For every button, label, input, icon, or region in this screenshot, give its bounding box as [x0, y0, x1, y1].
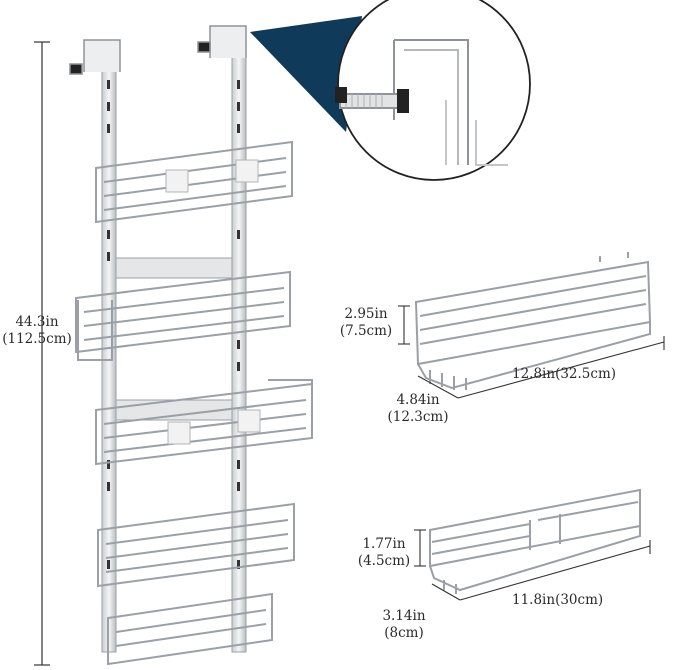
door-hooks — [69, 25, 247, 75]
large-basket-depth-in: 4.84in — [396, 392, 440, 408]
large-basket-height-label: 2.95in (7.5cm) — [334, 306, 398, 340]
small-basket-depth-label: 3.14in (8cm) — [372, 608, 436, 642]
small-basket-depth-in: 3.14in — [382, 608, 426, 624]
hook-detail — [335, 39, 508, 166]
large-basket-dimension-lines — [398, 305, 665, 399]
small-basket — [429, 488, 641, 594]
small-basket-height-cm: (4.5cm) — [357, 553, 411, 569]
large-basket-depth-cm: (12.3cm) — [387, 409, 449, 425]
overall-height-label: 44.3in (112.5cm) — [0, 314, 74, 348]
small-basket-width-label: 11.8in(30cm) — [512, 592, 604, 608]
overall-height-in: 44.3in — [15, 314, 59, 330]
large-basket-width-label: 12.8in(32.5cm) — [512, 366, 617, 382]
overall-height-dimension-line — [34, 41, 50, 666]
small-basket-depth-cm: (8cm) — [384, 625, 424, 641]
adhesive-hooks — [165, 159, 261, 445]
rack-uprights — [101, 51, 247, 653]
small-basket-dimension-lines — [414, 529, 651, 601]
large-basket-depth-label: 4.84in (12.3cm) — [386, 392, 450, 426]
rack-baskets — [75, 140, 313, 666]
callout-circle — [337, 0, 531, 181]
small-basket-height-in: 1.77in — [362, 536, 406, 552]
overall-height-cm: (112.5cm) — [2, 331, 72, 347]
small-basket-height-label: 1.77in (4.5cm) — [352, 536, 416, 570]
large-basket — [414, 252, 652, 390]
callout-wedge — [250, 16, 362, 132]
large-basket-height-cm: (7.5cm) — [339, 323, 393, 339]
large-basket-height-in: 2.95in — [344, 306, 388, 322]
